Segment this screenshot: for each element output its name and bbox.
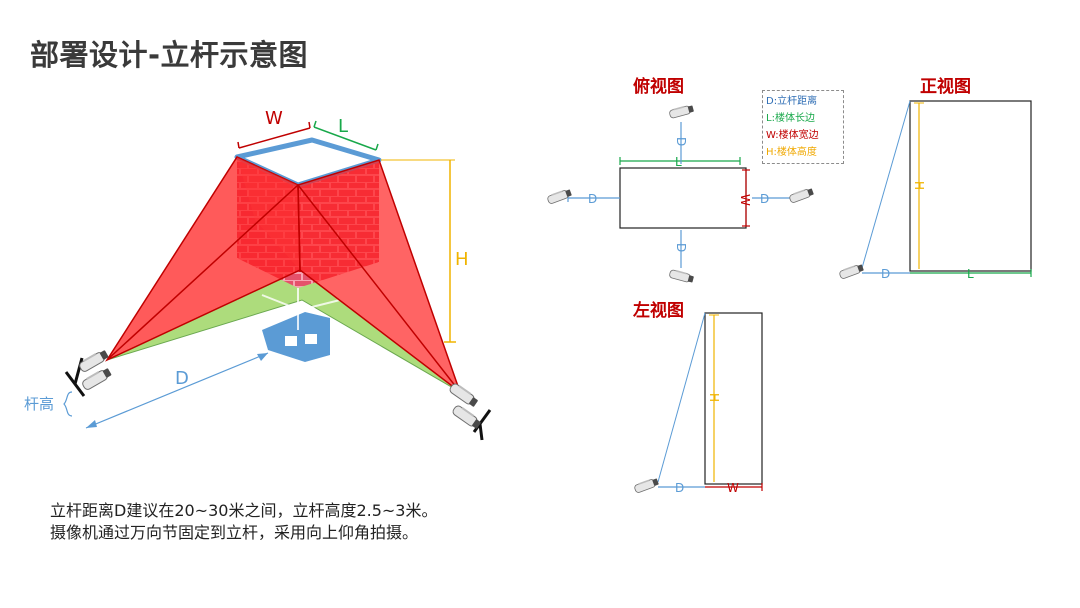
legend-item-h: H:楼体高度 (766, 147, 817, 158)
left-view-d-label: D (675, 481, 684, 495)
front-view-l-label: L (967, 267, 974, 281)
top-view-w-label: W (738, 194, 752, 206)
camera-icon (633, 476, 660, 494)
top-view-d-top-label: D (674, 137, 688, 146)
caption-line-1: 立杆距离D建议在20~30米之间，立杆高度2.5~3米。 (50, 501, 438, 520)
top-view: L W D D D D (546, 103, 815, 284)
left-view-title: 左视图 (633, 301, 684, 321)
camera-icon (788, 186, 815, 204)
legend-item-l: L:楼体长边 (766, 113, 815, 124)
camera-icon (447, 381, 480, 409)
h-label: H (455, 249, 469, 270)
left-pole: 杆高 (24, 347, 113, 417)
top-view-title: 俯视图 (633, 77, 684, 97)
perspective-drawing: W L H D 杆高 (24, 108, 492, 441)
left-view: H D W (633, 312, 763, 495)
right-pole (447, 381, 492, 441)
legend-box: D:立杆距离 L:楼体长边 W:楼体宽边 H:楼体高度 (762, 90, 844, 164)
d-label: D (175, 368, 189, 389)
w-label: W (265, 108, 283, 129)
building-base (262, 312, 330, 362)
d-dimension: D (85, 352, 269, 429)
legend-item-d: D:立杆距离 (766, 96, 818, 107)
right-camera-coverage (297, 159, 462, 395)
top-view-building (619, 167, 747, 229)
caption: 立杆距离D建议在20~30米之间，立杆高度2.5~3米。 摄像机通过万向节固定到… (50, 500, 437, 544)
front-view-d-label: D (881, 267, 890, 281)
camera-icon (838, 262, 865, 280)
caption-line-2: 摄像机通过万向节固定到立杆，采用向上仰角拍摄。 (50, 523, 419, 542)
camera-icon (668, 103, 695, 119)
h-dimension: H (381, 159, 469, 343)
front-view-h-label: H (912, 181, 926, 190)
front-view: H D L (838, 100, 1032, 281)
left-view-h-label: H (707, 393, 721, 402)
top-view-d-right-label: D (760, 192, 769, 206)
front-view-building (909, 100, 1032, 272)
w-dimension: W (237, 108, 311, 149)
l-label: L (338, 116, 348, 137)
top-view-d-bottom-label: D (674, 243, 688, 252)
l-dimension: L (313, 116, 379, 151)
camera-icon (668, 268, 695, 284)
top-view-d-left-label: D (588, 192, 597, 206)
front-view-title: 正视图 (920, 77, 971, 97)
camera-icon (450, 403, 483, 431)
page-title: 部署设计-立杆示意图 (30, 38, 309, 72)
top-view-l-label: L (675, 155, 682, 169)
legend-item-w: W:楼体宽边 (766, 130, 819, 141)
left-view-w-label: W (727, 481, 739, 495)
pole-height-label: 杆高 (24, 395, 54, 413)
